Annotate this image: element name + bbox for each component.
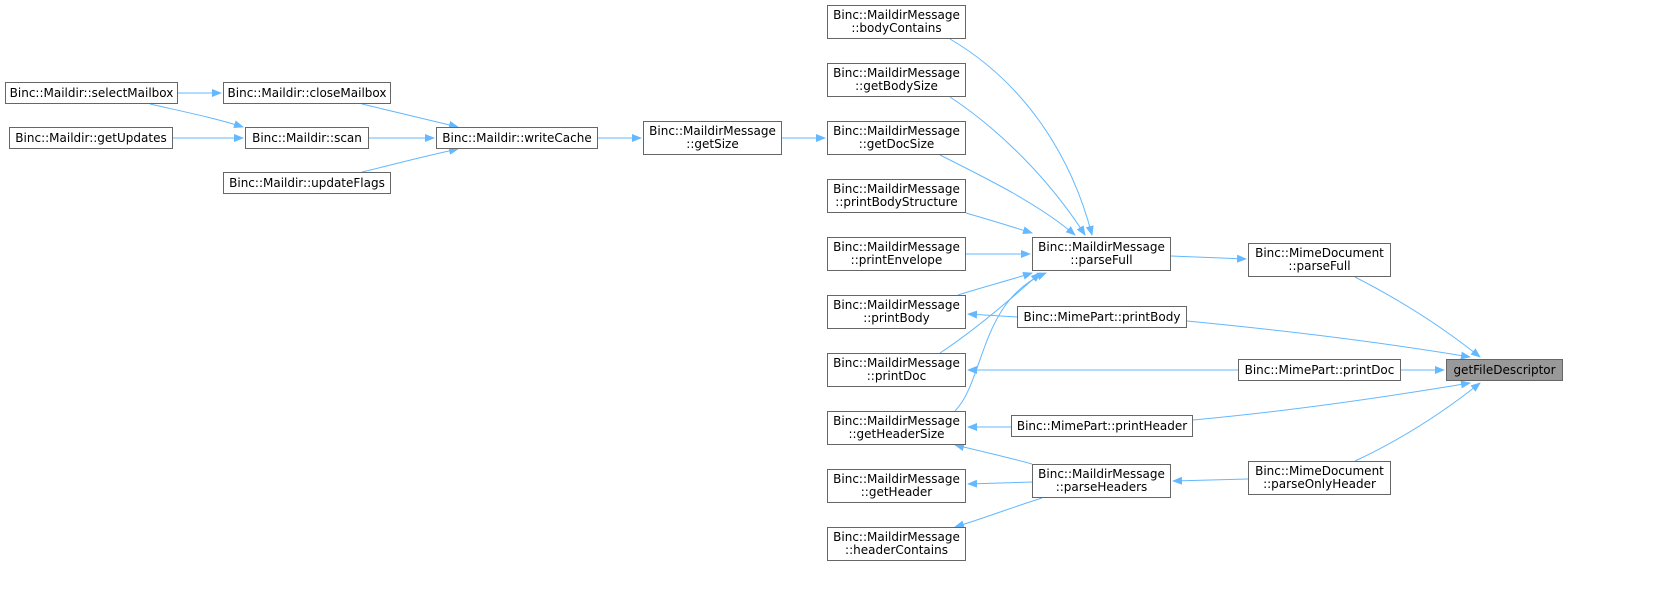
node-get-body-size[interactable]: Binc::MaildirMessage::getBodySize bbox=[827, 63, 966, 97]
node-label: ::getSize bbox=[686, 137, 739, 151]
node-label: ::parseHeaders bbox=[1055, 480, 1148, 494]
node-label: ::parseFull bbox=[1070, 253, 1133, 267]
node-label: ::printBody bbox=[863, 311, 930, 325]
node-label: ::parseFull bbox=[1288, 259, 1351, 273]
node-scan[interactable]: Binc::Maildir::scan bbox=[245, 127, 369, 149]
node-label: Binc::Maildir::getUpdates bbox=[15, 130, 167, 145]
node-mp-print-doc[interactable]: Binc::MimePart::printDoc bbox=[1238, 359, 1401, 381]
node-md-parse-only-header[interactable]: Binc::MimeDocument::parseOnlyHeader bbox=[1248, 461, 1391, 495]
node-label: Binc::MaildirMessage bbox=[833, 66, 960, 80]
node-mm-print-doc[interactable]: Binc::MaildirMessage::printDoc bbox=[827, 353, 966, 387]
node-label: Binc::Maildir::updateFlags bbox=[229, 175, 385, 190]
node-label: ::bodyContains bbox=[851, 21, 942, 35]
node-get-header[interactable]: Binc::MaildirMessage::getHeader bbox=[827, 469, 966, 503]
node-get-size[interactable]: Binc::MaildirMessage::getSize bbox=[643, 121, 782, 155]
node-label: Binc::Maildir::selectMailbox bbox=[9, 85, 174, 100]
edge-mmparsefull-mdparsefull bbox=[1170, 254, 1247, 263]
node-mm-parse-full[interactable]: Binc::MaildirMessage::parseFull bbox=[1032, 237, 1171, 271]
node-label: Binc::MimePart::printDoc bbox=[1244, 362, 1395, 377]
node-print-envelope[interactable]: Binc::MaildirMessage::printEnvelope bbox=[827, 237, 966, 271]
node-label: Binc::MaildirMessage bbox=[833, 182, 960, 196]
node-get-doc-size[interactable]: Binc::MaildirMessage::getDocSize bbox=[827, 121, 966, 155]
node-label: Binc::MaildirMessage bbox=[833, 530, 960, 544]
edge-close-write bbox=[361, 103, 459, 129]
node-label: Binc::MaildirMessage bbox=[649, 124, 776, 138]
node-label: Binc::MimePart::printBody bbox=[1023, 309, 1181, 324]
node-label: Binc::MaildirMessage bbox=[833, 298, 960, 312]
node-label: ::printEnvelope bbox=[850, 253, 943, 267]
node-label: Binc::MaildirMessage bbox=[833, 240, 960, 254]
node-label: Binc::Maildir::closeMailbox bbox=[227, 85, 387, 100]
node-label: Binc::MaildirMessage bbox=[833, 8, 960, 22]
node-label: ::printBodyStructure bbox=[835, 195, 958, 209]
edge-headersize-parsefull bbox=[954, 272, 1047, 412]
node-print-body-structure[interactable]: Binc::MaildirMessage::printBodyStructure bbox=[827, 179, 966, 213]
node-label: ::headerContains bbox=[845, 543, 948, 557]
edge-mpprintbody-root bbox=[1186, 320, 1471, 360]
node-label: Binc::MaildirMessage bbox=[1038, 240, 1165, 254]
edge-select-scan bbox=[149, 103, 244, 129]
edge-bodysize-parsefull bbox=[949, 96, 1086, 236]
edge-mmprintbody-mpprintbody bbox=[967, 310, 1018, 319]
node-label: Binc::MaildirMessage bbox=[833, 356, 960, 370]
node-mm-print-body[interactable]: Binc::MaildirMessage::printBody bbox=[827, 295, 966, 329]
root-label: getFileDescriptor bbox=[1453, 362, 1556, 377]
node-label: Binc::Maildir::scan bbox=[252, 130, 362, 145]
node-label: ::getHeaderSize bbox=[848, 427, 945, 441]
edge-parseheaders-getheader bbox=[967, 479, 1033, 488]
node-label: Binc::MimeDocument bbox=[1255, 464, 1384, 478]
node-label: Binc::MaildirMessage bbox=[833, 124, 960, 138]
node-root-get-file-descriptor: getFileDescriptor bbox=[1446, 359, 1563, 381]
node-get-updates[interactable]: Binc::Maildir::getUpdates bbox=[9, 127, 173, 149]
edge-parseheaders-headersize bbox=[954, 443, 1033, 465]
edge-mpprintheader-root bbox=[1192, 380, 1471, 421]
node-md-parse-full[interactable]: Binc::MimeDocument::parseFull bbox=[1248, 243, 1391, 277]
edge-mdparseheader-root bbox=[1354, 382, 1481, 462]
node-mp-print-header[interactable]: Binc::MimePart::printHeader bbox=[1011, 415, 1193, 437]
node-write-cache[interactable]: Binc::Maildir::writeCache bbox=[436, 127, 598, 149]
node-close-mailbox[interactable]: Binc::Maildir::closeMailbox bbox=[223, 82, 391, 104]
node-body-contains[interactable]: Binc::MaildirMessage::bodyContains bbox=[827, 5, 966, 39]
node-get-header-size[interactable]: Binc::MaildirMessage::getHeaderSize bbox=[827, 411, 966, 445]
node-label: ::getBodySize bbox=[855, 79, 938, 93]
node-label: ::getHeader bbox=[860, 485, 933, 499]
node-label: ::printDoc bbox=[866, 369, 927, 383]
node-update-flags[interactable]: Binc::Maildir::updateFlags bbox=[223, 172, 391, 194]
node-mm-parse-headers[interactable]: Binc::MaildirMessage::parseHeaders bbox=[1032, 464, 1171, 498]
node-label: Binc::MaildirMessage bbox=[1038, 467, 1165, 481]
node-label: Binc::MimeDocument bbox=[1255, 246, 1384, 260]
edge-mdparsefull-root bbox=[1354, 276, 1481, 358]
node-select-mailbox[interactable]: Binc::Maildir::selectMailbox bbox=[5, 82, 178, 104]
node-label: Binc::MaildirMessage bbox=[833, 414, 960, 428]
node-header-contains[interactable]: Binc::MaildirMessage::headerContains bbox=[827, 527, 966, 561]
node-label: ::parseOnlyHeader bbox=[1263, 477, 1376, 491]
edge-parseheaders-headercontains bbox=[954, 497, 1043, 529]
node-label: Binc::MaildirMessage bbox=[833, 472, 960, 486]
edge-mmprintbody-parsefull bbox=[957, 271, 1033, 296]
node-label: Binc::Maildir::writeCache bbox=[442, 130, 592, 145]
edge-mdparseheader-mmparseheaders bbox=[1172, 476, 1249, 485]
edge-bodystruct-parsefull bbox=[965, 212, 1033, 235]
edge-docsize-parsefull bbox=[939, 154, 1076, 236]
edge-bodycontains-parsefull bbox=[949, 38, 1094, 236]
node-mp-print-body[interactable]: Binc::MimePart::printBody bbox=[1017, 306, 1187, 328]
node-label: ::getDocSize bbox=[858, 137, 935, 151]
node-label: Binc::MimePart::printHeader bbox=[1016, 418, 1188, 433]
edge-update-write bbox=[361, 146, 459, 173]
